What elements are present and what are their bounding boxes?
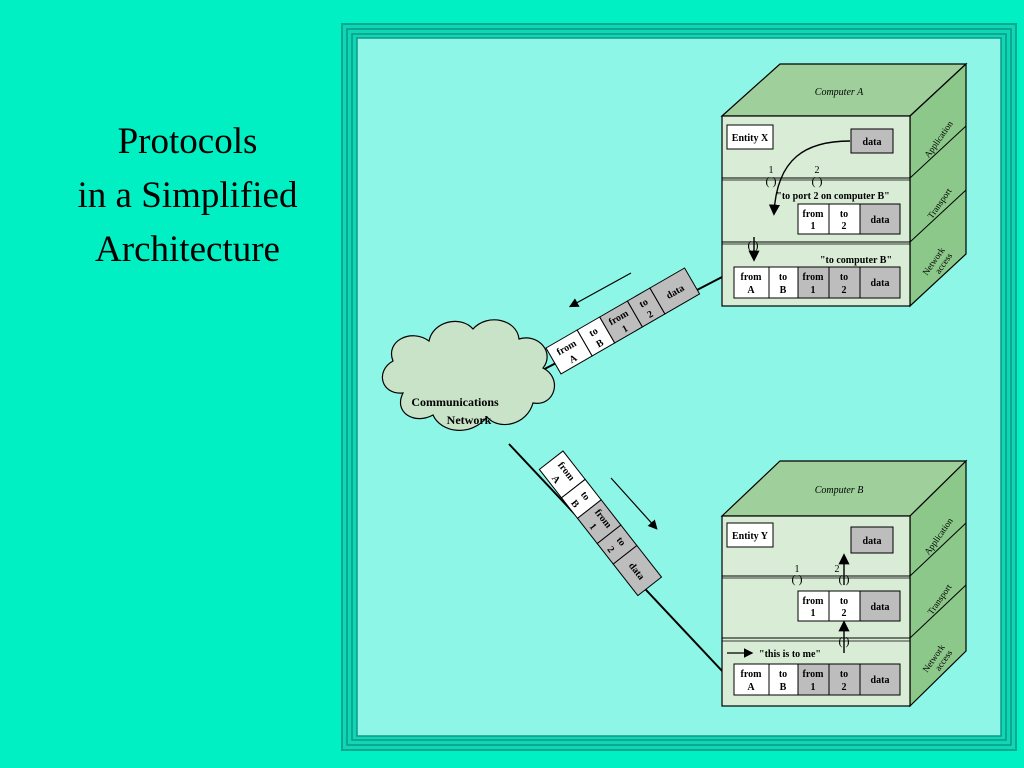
- svg-text:to: to: [840, 596, 848, 607]
- packet-from-network: from A to B from 1 to 2 data: [538, 450, 663, 597]
- architecture-diagram: Computer A Application Transport Network…: [341, 23, 1017, 751]
- svg-text:2: 2: [842, 608, 847, 619]
- title-line-2: in a Simplified: [77, 175, 298, 216]
- svg-text:( ): ( ): [766, 174, 777, 188]
- svg-text:from: from: [803, 272, 825, 283]
- entity-x-box: [726, 124, 774, 150]
- computer-b: Computer B Application Transport Network…: [720, 459, 968, 708]
- title-line-3: Architecture: [95, 229, 280, 270]
- network-label-line-1: Communications: [411, 395, 499, 409]
- svg-text:from: from: [741, 272, 763, 283]
- svg-text:from: from: [803, 209, 825, 220]
- svg-text:B: B: [595, 337, 607, 350]
- computer-a-port-2: 2: [815, 165, 820, 176]
- computer-b-data-box: [850, 526, 894, 554]
- computer-b-data-label: data: [863, 536, 882, 547]
- computer-b-name: Computer B: [815, 485, 864, 496]
- computer-a-name: Computer A: [815, 87, 864, 98]
- computer-b-port-2: 2: [835, 564, 840, 575]
- computer-a-transport-note: "to port 2 on computer B": [776, 191, 889, 202]
- computer-b-port-1: 1: [795, 564, 800, 575]
- svg-text:1: 1: [620, 323, 630, 335]
- svg-text:2: 2: [842, 682, 847, 693]
- svg-text:1: 1: [587, 522, 599, 533]
- communications-network-cloud: Communications Network: [381, 319, 555, 431]
- svg-text:B: B: [780, 682, 787, 693]
- svg-text:to: to: [840, 209, 848, 220]
- network-label-line-2: Network: [447, 413, 492, 427]
- svg-text:from: from: [803, 669, 825, 680]
- svg-text:1: 1: [811, 682, 816, 693]
- svg-text:1: 1: [811, 608, 816, 619]
- svg-text:2: 2: [842, 285, 847, 296]
- packet-b-direction-arrow: [610, 477, 658, 530]
- svg-text:data: data: [871, 278, 890, 289]
- svg-text:2: 2: [645, 309, 655, 321]
- computer-a-down-arrow: [768, 140, 851, 216]
- title-line-1: Protocols: [117, 121, 258, 162]
- packet-to-network: from A to B from 1 to 2 data: [545, 267, 701, 375]
- svg-text:to: to: [840, 272, 848, 283]
- svg-text:from: from: [741, 669, 763, 680]
- svg-text:to: to: [779, 669, 787, 680]
- computer-a-data-box: [850, 128, 894, 154]
- entity-y-box: [726, 522, 774, 548]
- svg-text:to: to: [840, 669, 848, 680]
- computer-b-network-note: "this is to me": [759, 649, 821, 660]
- entity-x-label: Entity X: [732, 133, 769, 144]
- svg-text:( ): ( ): [748, 238, 759, 252]
- svg-text:A: A: [747, 682, 755, 693]
- svg-text:( ): ( ): [812, 174, 823, 188]
- svg-text:data: data: [871, 602, 890, 613]
- computer-a-network-note: "to computer B": [820, 255, 892, 266]
- svg-text:from: from: [803, 596, 825, 607]
- svg-text:1: 1: [811, 221, 816, 232]
- computer-a: Computer A Application Transport Network…: [720, 62, 968, 308]
- computer-a-port-1: 1: [769, 165, 774, 176]
- svg-text:2: 2: [604, 544, 616, 555]
- svg-text:data: data: [871, 675, 890, 686]
- slide-title: Protocols in a Simplified Architecture: [20, 115, 355, 277]
- svg-text:data: data: [871, 215, 890, 226]
- svg-text:A: A: [747, 285, 755, 296]
- computer-a-data-label: data: [863, 137, 882, 148]
- svg-text:1: 1: [811, 285, 816, 296]
- svg-text:2: 2: [842, 221, 847, 232]
- svg-text:to: to: [779, 272, 787, 283]
- svg-text:B: B: [780, 285, 787, 296]
- entity-y-label: Entity Y: [732, 531, 769, 542]
- svg-text:( ): ( ): [792, 572, 803, 586]
- packet-a-direction-arrow: [568, 272, 632, 308]
